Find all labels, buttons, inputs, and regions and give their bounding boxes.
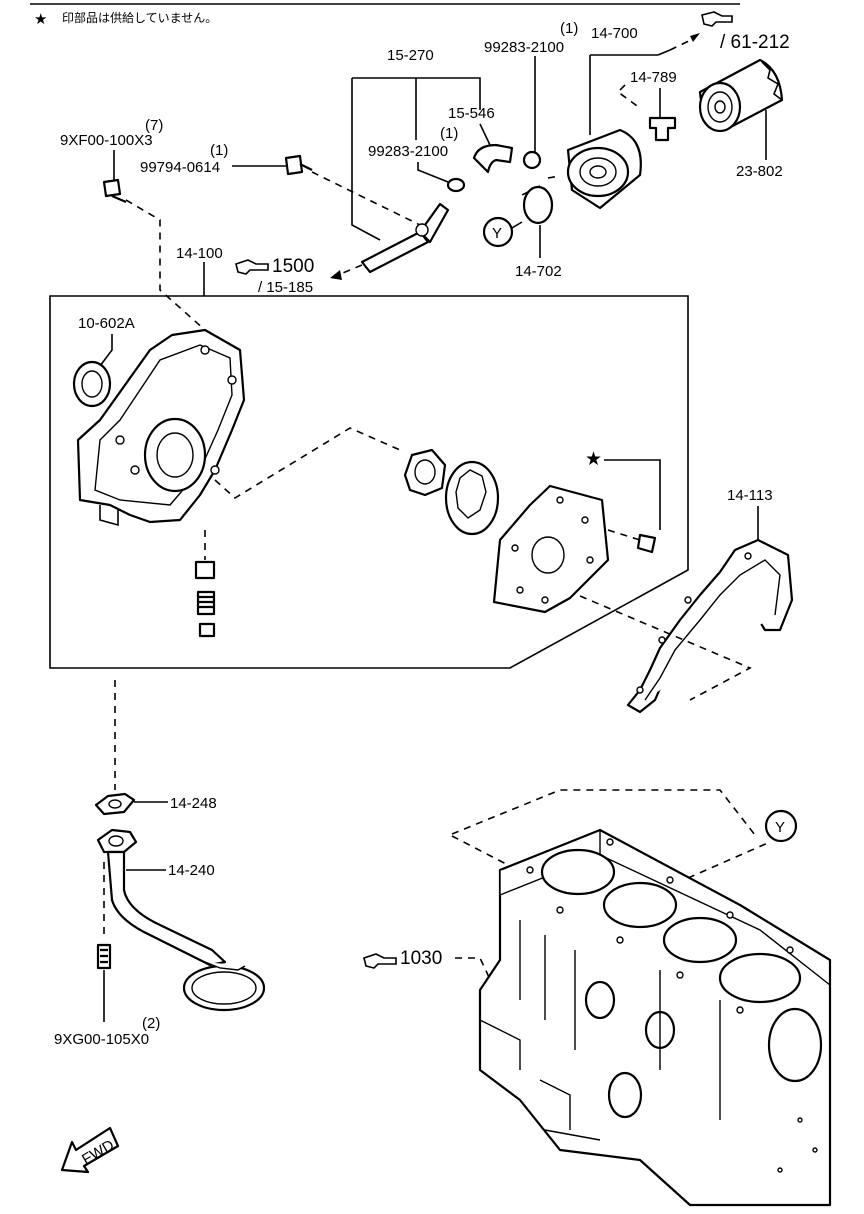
dash-housing-rotor	[214, 427, 401, 499]
pump-cover-plate	[492, 484, 610, 614]
label-99283-top-qty: (1)	[560, 20, 578, 37]
leader-99283-mid	[417, 162, 449, 183]
label-9xg00-qty: (2)	[142, 1015, 160, 1032]
y-marker-bottom	[764, 809, 798, 843]
relief-spring	[196, 590, 216, 616]
bolt-99794	[284, 154, 313, 176]
arrow-head-ref	[690, 33, 700, 42]
dash-block-top	[451, 789, 756, 836]
label-14-700: 14-700	[591, 25, 638, 42]
label-14-240: 14-240	[168, 862, 215, 879]
hose-15-546	[472, 143, 514, 174]
gasket-14-248-hole	[108, 799, 122, 809]
fwd-arrow-icon: FWD	[60, 1126, 120, 1174]
label-99794-qty: (1)	[210, 142, 228, 159]
ref-61-212: / 61-212	[720, 32, 790, 53]
label-15-270: 15-270	[387, 47, 434, 64]
oil-cooler	[566, 128, 642, 210]
star-icon: ★	[34, 11, 47, 28]
not-supplied-note: 印部品は供給していません。	[62, 10, 217, 25]
inner-rotor	[403, 448, 447, 497]
bolt-9xf00	[102, 178, 127, 204]
gasket-14-113	[626, 538, 794, 714]
clamp-mid	[446, 177, 466, 193]
leader-14-700	[589, 49, 671, 135]
oil-pump-kit-box	[49, 295, 689, 669]
ref-1030: 1030	[400, 948, 442, 969]
label-14-113: 14-113	[727, 487, 773, 504]
label-9xf00-qty: (7)	[145, 117, 163, 134]
star-mark: ★	[585, 449, 602, 470]
dash-cover-screw	[607, 529, 641, 541]
oil-pump-housing	[76, 328, 246, 527]
ref-15-185: / 15-185	[258, 279, 313, 296]
label-99794: 99794-0614	[140, 159, 220, 176]
label-99283-top: 99283-2100	[484, 39, 564, 56]
oil-pipe-15-270	[360, 202, 450, 274]
label-15-546: 15-546	[448, 105, 495, 122]
dash-block-left	[451, 835, 511, 867]
leader-star	[604, 459, 661, 530]
dash-gasket	[579, 595, 752, 701]
screw-star	[636, 533, 657, 554]
y-marker-top	[482, 216, 514, 248]
leader-14-700-ref	[669, 37, 696, 51]
dash-14-789	[616, 84, 641, 109]
leader-15-546	[479, 123, 491, 146]
clamp-top	[522, 150, 542, 170]
y-label-top: Y	[492, 225, 502, 242]
bolt-9xg00	[96, 943, 112, 970]
label-14-248: 14-248	[170, 795, 217, 812]
label-99283-mid: 99283-2100	[368, 143, 448, 160]
cylinder-block	[478, 828, 832, 1207]
label-10-602a: 10-602A	[78, 315, 135, 332]
relief-plunger	[198, 622, 216, 638]
dash-pipe	[337, 264, 363, 276]
y-label-bottom: Y	[775, 819, 785, 836]
leader-10-602a	[99, 334, 113, 367]
label-23-802: 23-802	[736, 163, 783, 180]
label-99283-mid-qty: (1)	[440, 125, 458, 142]
dash-9xf00	[125, 199, 206, 331]
y-leader-top	[511, 221, 523, 229]
relief-plug	[194, 560, 216, 580]
pointing-hand-icon	[701, 11, 733, 27]
dash-y-bottom	[687, 841, 771, 879]
arrow-head-1500	[330, 270, 342, 280]
fitting-14-789	[648, 116, 677, 142]
pointing-hand-icon	[363, 953, 397, 969]
label-9xf00: 9XF00-100X3	[60, 132, 153, 149]
oil-strainer-14-240	[96, 828, 266, 1012]
oring-14-702	[522, 185, 554, 225]
label-14-100: 14-100	[176, 245, 223, 262]
ref-1500: 1500	[272, 256, 314, 277]
seal-inner	[81, 370, 103, 398]
outer-rotor	[444, 460, 500, 536]
pointing-hand-icon	[235, 259, 269, 275]
leader-15-270	[351, 77, 481, 241]
label-9xg00: 9XG00-105X0	[54, 1031, 149, 1048]
label-14-789: 14-789	[630, 69, 677, 86]
dash-99794	[311, 171, 421, 226]
oil-filter	[698, 58, 784, 133]
label-14-702: 14-702	[515, 263, 562, 280]
